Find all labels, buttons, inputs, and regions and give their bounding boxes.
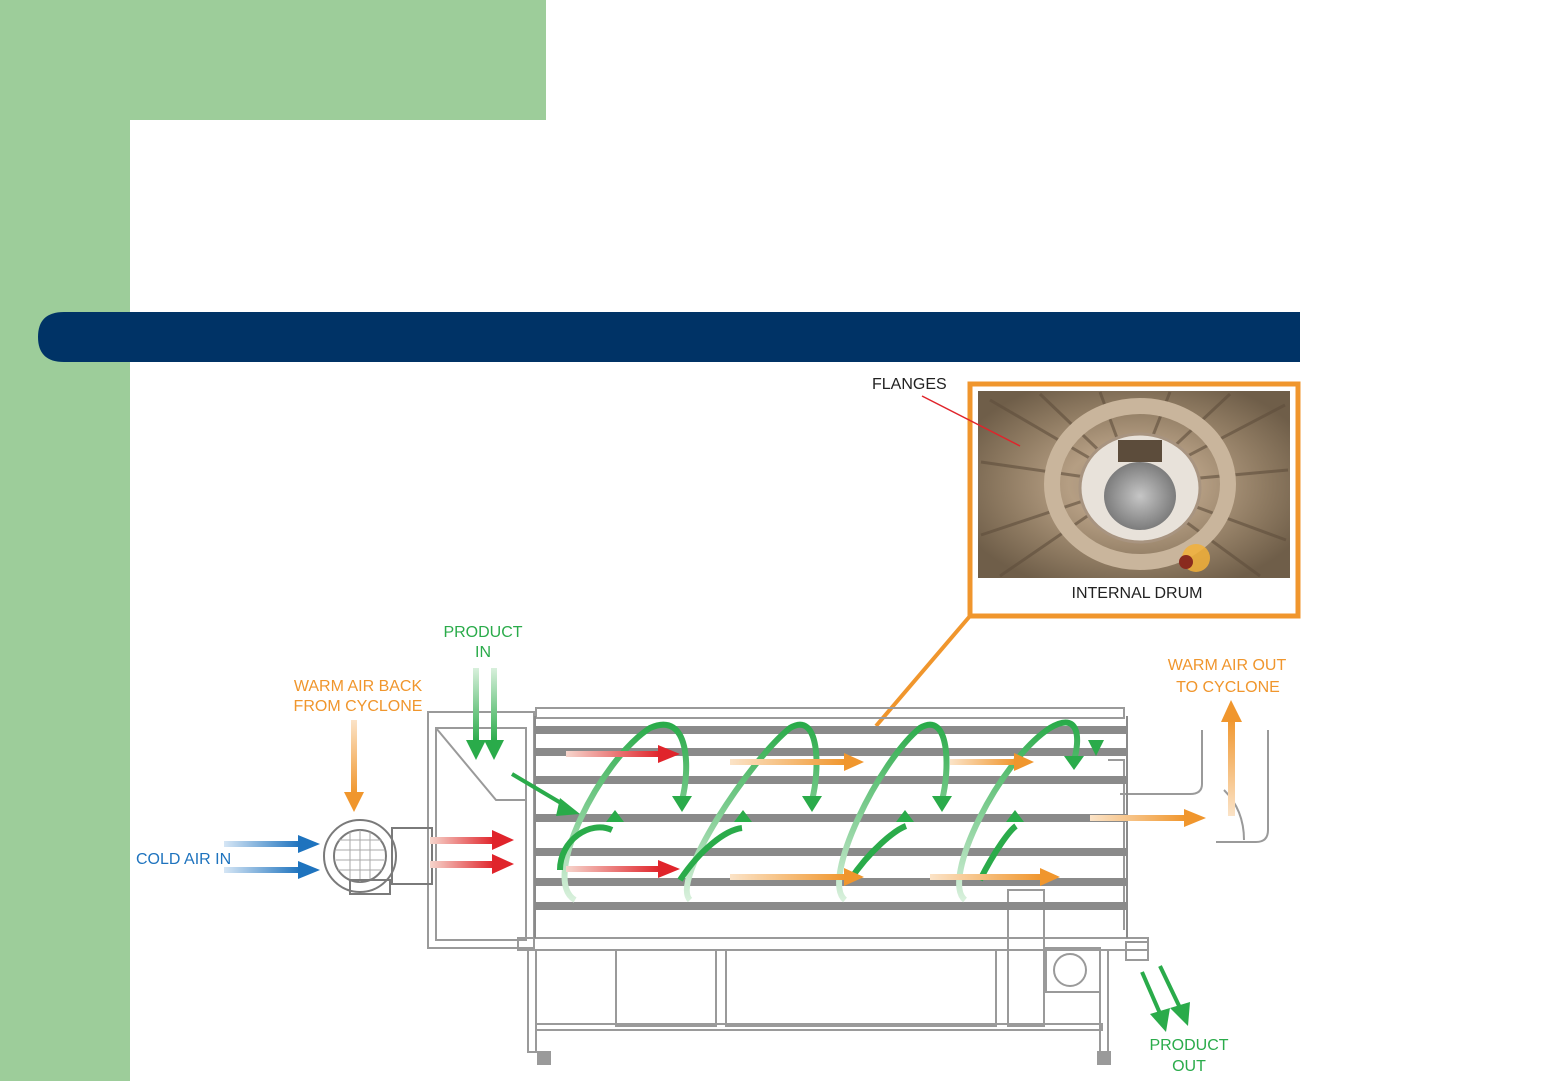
product-in-label-line2: IN [475, 644, 491, 661]
content-area-corner [130, 118, 1561, 1081]
sidebar-green-strip [0, 0, 130, 1081]
internal-drum-inset [970, 384, 1298, 616]
title-banner [38, 312, 1300, 362]
warm-air-back-label-line2: FROM CYCLONE [294, 698, 423, 715]
internal-drum-label: INTERNAL DRUM [1072, 585, 1203, 602]
warm-air-out-label-line2: TO CYCLONE [1176, 679, 1280, 696]
product-in-label-line1: PRODUCT [443, 624, 522, 641]
flanges-label: FLANGES [872, 376, 947, 393]
warm-air-back-label-line1: WARM AIR BACK [294, 678, 423, 695]
warm-air-out-label-line1: WARM AIR OUT [1168, 657, 1287, 674]
product-out-label-line2: OUT [1172, 1058, 1206, 1075]
product-out-label-line1: PRODUCT [1149, 1037, 1228, 1054]
cold-air-in-label: COLD AIR IN [136, 851, 231, 868]
